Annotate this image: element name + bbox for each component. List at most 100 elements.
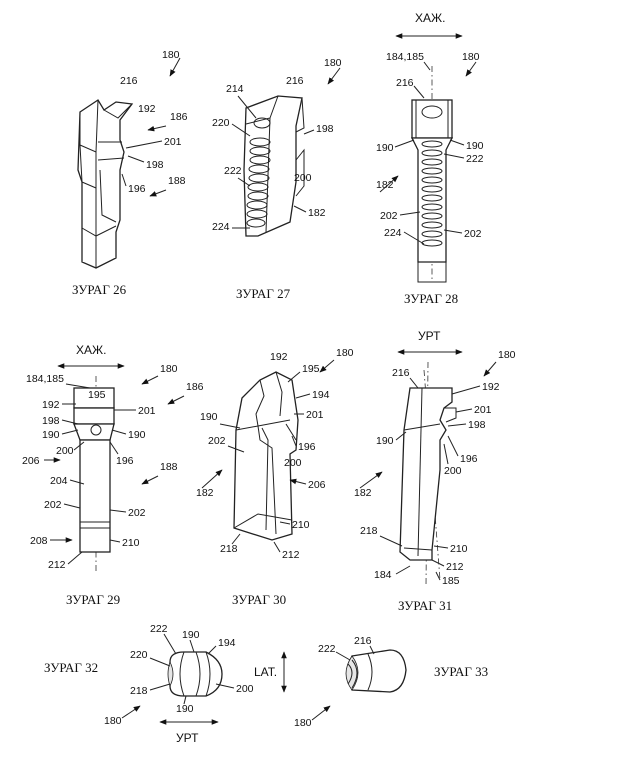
fig31-label-201: 201 xyxy=(474,404,492,416)
fig32-label-200: 200 xyxy=(236,683,254,695)
fig27-label-224: 224 xyxy=(212,221,230,233)
fig26-label-192: 192 xyxy=(138,103,156,115)
fig29-label-184-185: 184,185 xyxy=(26,373,64,385)
fig29-drawing xyxy=(74,376,114,572)
fig28-label-180: 180 xyxy=(462,51,480,63)
fig30-label-212: 212 xyxy=(282,549,300,561)
fig30-label-194: 194 xyxy=(312,389,330,401)
fig28-label-216: 216 xyxy=(396,77,414,89)
fig29-label-210: 210 xyxy=(122,537,140,549)
fig26-label-196: 196 xyxy=(128,183,146,195)
fig32-label-190-bottom: 190 xyxy=(176,703,194,715)
fig30-label-218: 218 xyxy=(220,543,238,555)
fig31-caption: ЗУРАГ 31 xyxy=(398,598,452,613)
fig26-drawing xyxy=(78,100,132,268)
fig29-label-198: 198 xyxy=(42,415,60,427)
fig28-direction: ХАЖ. xyxy=(415,11,445,25)
fig29-caption: ЗУРАГ 29 xyxy=(66,592,120,607)
fig27-label-222: 222 xyxy=(224,165,242,177)
fig27-drawing xyxy=(244,96,304,236)
fig26-label-201: 201 xyxy=(164,136,182,148)
fig29-label-190-left: 190 xyxy=(42,429,60,441)
fig31-label-218: 218 xyxy=(360,525,378,537)
fig28-label-202-right: 202 xyxy=(464,228,482,240)
fig28-label-222: 222 xyxy=(466,153,484,165)
fig30-label-206: 206 xyxy=(308,479,326,491)
fig32-label-220: 220 xyxy=(130,649,148,661)
fig33-label-180: 180 xyxy=(294,717,312,729)
figure-26: 216 180 192 186 201 198 196 188 ЗУРАГ 26 xyxy=(72,49,188,297)
fig28-label-224: 224 xyxy=(384,227,402,239)
fig29-label-192: 192 xyxy=(42,399,60,411)
fig31-label-210: 210 xyxy=(450,543,468,555)
fig27-label-182: 182 xyxy=(308,207,326,219)
fig30-label-180: 180 xyxy=(336,347,354,359)
fig30-caption: ЗУРАГ 30 xyxy=(232,592,286,607)
fig26-label-198: 198 xyxy=(146,159,164,171)
fig31-label-216: 216 xyxy=(392,367,410,379)
fig31-label-180: 180 xyxy=(498,349,516,361)
figure-29: ХАЖ. 180 184,185 186 195 192 201 198 190… xyxy=(22,343,204,607)
fig32-label-218: 218 xyxy=(130,685,148,697)
fig33-label-222: 222 xyxy=(318,643,336,655)
fig26-label-186: 186 xyxy=(170,111,188,123)
fig26-label-180: 180 xyxy=(162,49,180,61)
fig32-label-194: 194 xyxy=(218,637,236,649)
fig29-direction: ХАЖ. xyxy=(76,343,106,357)
fig33-caption: ЗУРАГ 33 xyxy=(434,664,488,679)
fig30-label-192: 192 xyxy=(270,351,288,363)
fig30-label-201: 201 xyxy=(306,409,324,421)
figure-33: 222 216 180 ЗУРАГ 33 xyxy=(294,635,488,729)
fig30-label-210: 210 xyxy=(292,519,310,531)
fig29-label-195: 195 xyxy=(88,389,106,401)
fig29-label-201: 201 xyxy=(138,405,156,417)
fig27-label-220: 220 xyxy=(212,117,230,129)
fig33-drawing xyxy=(346,650,406,692)
fig29-label-200: 200 xyxy=(56,445,74,457)
fig31-label-198: 198 xyxy=(468,419,486,431)
fig30-label-196: 196 xyxy=(298,441,316,453)
fig30-drawing xyxy=(234,372,298,540)
fig30-label-195: 195 xyxy=(302,363,320,375)
fig29-label-202-left: 202 xyxy=(44,499,62,511)
fig29-label-196: 196 xyxy=(116,455,134,467)
fig28-drawing xyxy=(412,66,452,282)
fig29-label-208: 208 xyxy=(30,535,48,547)
fig27-label-200: 200 xyxy=(294,172,312,184)
fig28-label-182: 182 xyxy=(376,179,394,191)
fig31-label-185: 185 xyxy=(442,575,460,587)
fig26-caption: ЗУРАГ 26 xyxy=(72,282,127,297)
fig29-label-212: 212 xyxy=(48,559,66,571)
fig31-label-200: 200 xyxy=(444,465,462,477)
figure-32: 222 190 194 220 218 200 190 180 LAT. УРТ… xyxy=(44,623,284,745)
fig32-label-180: 180 xyxy=(104,715,122,727)
fig28-label-190-right: 190 xyxy=(466,140,484,152)
fig28-label-202-left: 202 xyxy=(380,210,398,222)
fig27-label-198: 198 xyxy=(316,123,334,135)
fig26-label-188: 188 xyxy=(168,175,186,187)
figure-27: 216 180 214 220 198 222 200 182 224 ЗУРА… xyxy=(212,57,342,301)
fig31-label-192: 192 xyxy=(482,381,500,393)
fig29-label-206: 206 xyxy=(22,455,40,467)
fig29-label-186: 186 xyxy=(186,381,204,393)
fig28-caption: ЗУРАГ 28 xyxy=(404,291,458,306)
fig30-label-190: 190 xyxy=(200,411,218,423)
fig26-label-216: 216 xyxy=(120,75,138,87)
fig27-label-180: 180 xyxy=(324,57,342,69)
fig29-label-204: 204 xyxy=(50,475,68,487)
fig29-label-180: 180 xyxy=(160,363,178,375)
fig31-direction: УРТ xyxy=(418,329,441,343)
fig32-caption: ЗУРАГ 32 xyxy=(44,660,98,675)
fig32-direction: УРТ xyxy=(176,731,199,745)
fig30-label-182: 182 xyxy=(196,487,214,499)
fig32-direction-vertical: LAT. xyxy=(254,665,277,679)
fig31-label-190: 190 xyxy=(376,435,394,447)
fig30-label-200: 200 xyxy=(284,457,302,469)
fig32-label-222: 222 xyxy=(150,623,168,635)
fig31-label-182: 182 xyxy=(354,487,372,499)
fig27-label-216: 216 xyxy=(286,75,304,87)
fig29-label-202-right: 202 xyxy=(128,507,146,519)
fig31-label-184: 184 xyxy=(374,569,392,581)
fig32-drawing xyxy=(168,652,222,696)
